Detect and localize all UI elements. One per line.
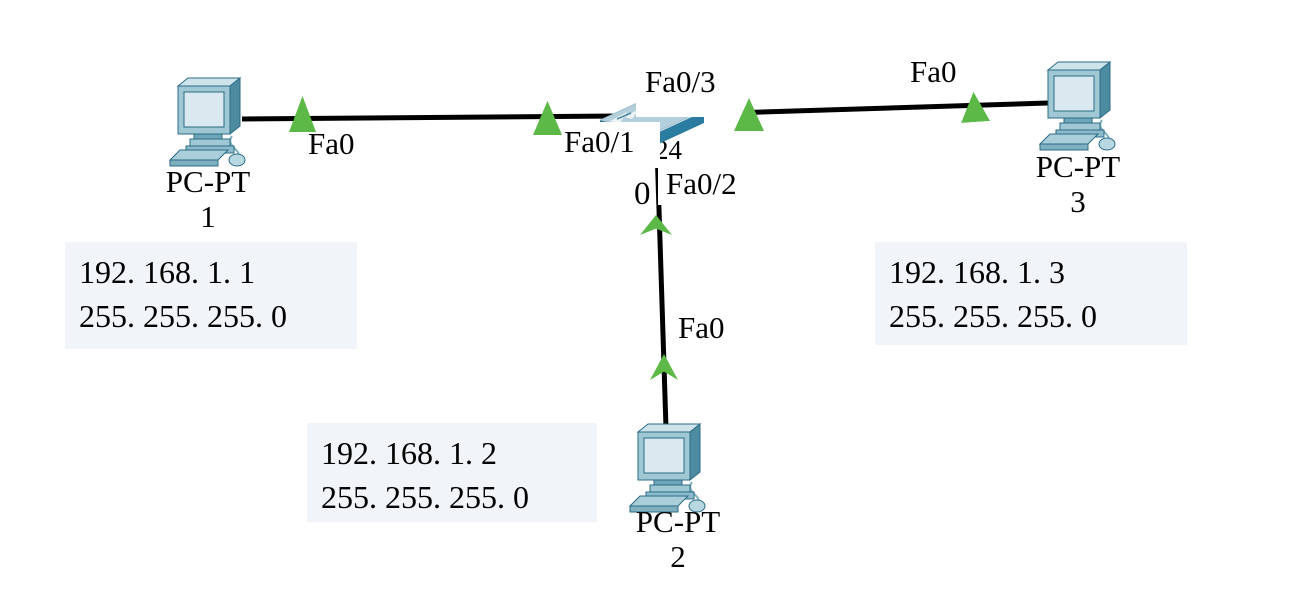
port-label-pc2-fa0: Fa0 [672,310,731,347]
ip-note-pc1[interactable]: 192. 168. 1. 1 255. 255. 255. 0 [65,242,357,349]
subnet-mask-text: 255. 255. 255. 0 [889,298,1097,334]
pc-icon [1038,60,1116,151]
device-model-text: PC-PT [165,164,251,199]
port-label-switch-fa0-3: Fa0/3 [636,60,754,117]
subnet-mask-text: 255. 255. 255. 0 [79,298,287,334]
port-label-pc1-fa0: Fa0 [300,126,363,163]
port-label-pc3-fa0: Fa0 [902,54,965,91]
ip-note-pc2[interactable]: 192. 168. 1. 2 255. 255. 255. 0 [307,423,597,522]
ip-note-pc3[interactable]: 192. 168. 1. 3 255. 255. 255. 0 [875,242,1187,345]
device-pc3[interactable] [1036,60,1124,152]
device-name-pc2: PC-PT 2 [622,504,734,574]
device-name-text: 2 [670,539,686,574]
subnet-mask-text: 255. 255. 255. 0 [321,479,529,515]
device-model-text: PC-PT [635,504,721,539]
device-pc2[interactable] [626,422,714,514]
device-pc1[interactable] [166,76,254,168]
device-model-text: PC-PT [1035,149,1121,184]
pc-icon [628,422,706,513]
port-label-switch-fa0-1: Fa0/1 [556,122,660,168]
device-name-pc1: PC-PT 1 [152,164,264,234]
port-label-switch-fa0-2: Fa0/2 [658,164,768,205]
ip-address-text: 192. 168. 1. 3 [889,254,1065,290]
cable-switch-pc3[interactable] [699,100,1049,117]
device-name-text: 3 [1070,184,1086,219]
device-name-pc3: PC-PT 3 [1022,149,1134,219]
device-name-text: 1 [200,199,216,234]
ip-address-text: 192. 168. 1. 1 [79,254,255,290]
pc-icon [168,76,246,167]
ip-address-text: 192. 168. 1. 2 [321,435,497,471]
switch-name-label: 0 [634,176,651,212]
